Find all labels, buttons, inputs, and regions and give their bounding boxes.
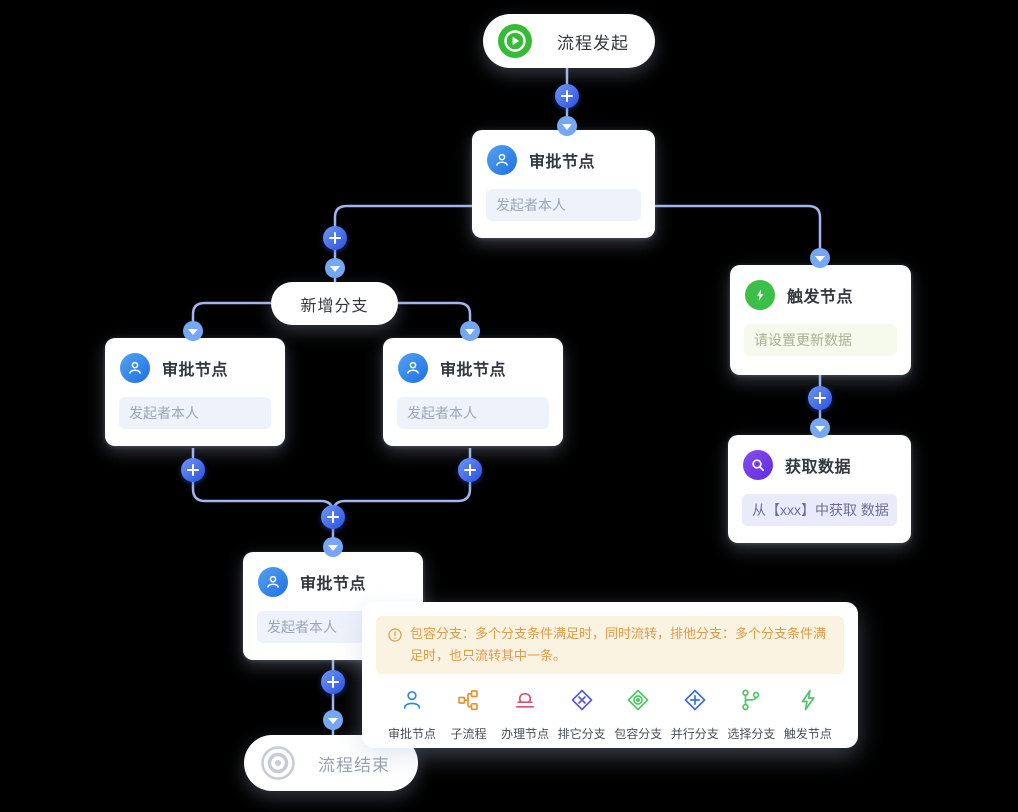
- collapse-chevron-button[interactable]: [460, 321, 480, 341]
- collapse-chevron-button[interactable]: [183, 321, 203, 341]
- approval-node-title: 审批节点: [529, 154, 596, 171]
- start-node-label: 流程发起: [557, 33, 629, 53]
- node-type-toolbar: 审批节点 子流程: [376, 674, 844, 742]
- get-data-node-title: 获取数据: [785, 459, 852, 476]
- collapse-chevron-button[interactable]: [323, 537, 343, 557]
- lightning-icon: [745, 280, 775, 310]
- exclusive-branch-icon: [569, 687, 595, 718]
- collapse-chevron-button[interactable]: [323, 710, 343, 730]
- end-node-label: 流程结束: [318, 755, 390, 775]
- subprocess-icon: [456, 687, 482, 718]
- get-data-node[interactable]: 获取数据 从【xxx】中获取 数据: [728, 435, 911, 543]
- add-node-button[interactable]: [323, 226, 347, 250]
- approval-node-title: 审批节点: [300, 576, 367, 593]
- tool-label: 触发节点: [783, 727, 832, 741]
- start-play-icon: [497, 23, 533, 59]
- tool-label: 办理节点: [501, 727, 550, 741]
- inclusive-branch-icon: [625, 687, 651, 718]
- trigger-config-field[interactable]: 请设置更新数据: [744, 324, 897, 356]
- tool-label: 包容分支: [614, 727, 663, 741]
- tool-approval-node[interactable]: 审批节点: [384, 687, 440, 742]
- collapse-chevron-button[interactable]: [325, 258, 345, 278]
- tool-exclusive-branch[interactable]: 排它分支: [554, 687, 610, 742]
- branch-notice-text: 包容分支：多个分支条件满足时，同时流转，排他分支：多个分支条件满足时，也只流转其…: [410, 626, 827, 663]
- add-node-button[interactable]: [555, 84, 579, 108]
- add-node-button[interactable]: [321, 505, 345, 529]
- approval-node-left[interactable]: 审批节点 发起者本人: [105, 338, 285, 446]
- collapse-chevron-button[interactable]: [810, 248, 830, 268]
- node-type-panel: 包容分支：多个分支条件满足时，同时流转，排他分支：多个分支条件满足时，也只流转其…: [362, 602, 858, 748]
- start-node[interactable]: 流程发起: [483, 14, 655, 68]
- approval-assignee-field[interactable]: 发起者本人: [397, 397, 549, 429]
- trigger-node[interactable]: 触发节点 请设置更新数据: [730, 265, 911, 375]
- end-target-icon: [260, 745, 296, 781]
- tool-label: 选择分支: [727, 727, 776, 741]
- tool-parallel-branch[interactable]: 并行分支: [667, 687, 723, 742]
- tool-select-branch[interactable]: 选择分支: [723, 687, 779, 742]
- approver-user-icon: [487, 145, 517, 175]
- add-node-button[interactable]: [458, 458, 482, 482]
- tool-label: 排它分支: [557, 727, 606, 741]
- approval-assignee-field[interactable]: 发起者本人: [486, 189, 641, 221]
- trigger-node-title: 触发节点: [787, 289, 854, 306]
- tool-inclusive-branch[interactable]: 包容分支: [610, 687, 666, 742]
- tool-handle-node[interactable]: 办理节点: [497, 687, 553, 742]
- add-branch-button[interactable]: 新增分支: [271, 282, 398, 325]
- approval-node-title: 审批节点: [440, 362, 507, 379]
- trigger-lightning-icon: [795, 687, 821, 718]
- info-icon: [388, 627, 402, 667]
- add-branch-label: 新增分支: [300, 297, 369, 315]
- approval-node-right[interactable]: 审批节点 发起者本人: [383, 338, 563, 446]
- get-data-source-field[interactable]: 从【xxx】中获取 数据: [742, 494, 897, 526]
- approver-user-icon: [120, 353, 150, 383]
- approval-user-icon: [399, 687, 425, 718]
- approval-node-top[interactable]: 审批节点 发起者本人: [472, 130, 655, 238]
- add-node-button[interactable]: [181, 458, 205, 482]
- stamp-icon: [512, 687, 538, 718]
- add-node-button[interactable]: [321, 670, 345, 694]
- tool-subprocess[interactable]: 子流程: [441, 687, 497, 742]
- branch-notice: 包容分支：多个分支条件满足时，同时流转，排他分支：多个分支条件满足时，也只流转其…: [376, 616, 844, 674]
- approval-node-title: 审批节点: [162, 362, 229, 379]
- tool-label: 并行分支: [670, 727, 719, 741]
- select-branch-icon: [738, 687, 764, 718]
- approver-user-icon: [398, 353, 428, 383]
- approval-assignee-field[interactable]: 发起者本人: [119, 397, 271, 429]
- approver-user-icon: [258, 567, 288, 597]
- collapse-chevron-button[interactable]: [810, 418, 830, 438]
- add-node-button[interactable]: [808, 386, 832, 410]
- parallel-branch-icon: [682, 687, 708, 718]
- tool-label: 子流程: [450, 727, 487, 741]
- collapse-chevron-button[interactable]: [557, 116, 577, 136]
- tool-label: 审批节点: [387, 727, 436, 741]
- search-icon: [743, 450, 773, 480]
- tool-trigger-node[interactable]: 触发节点: [780, 687, 836, 742]
